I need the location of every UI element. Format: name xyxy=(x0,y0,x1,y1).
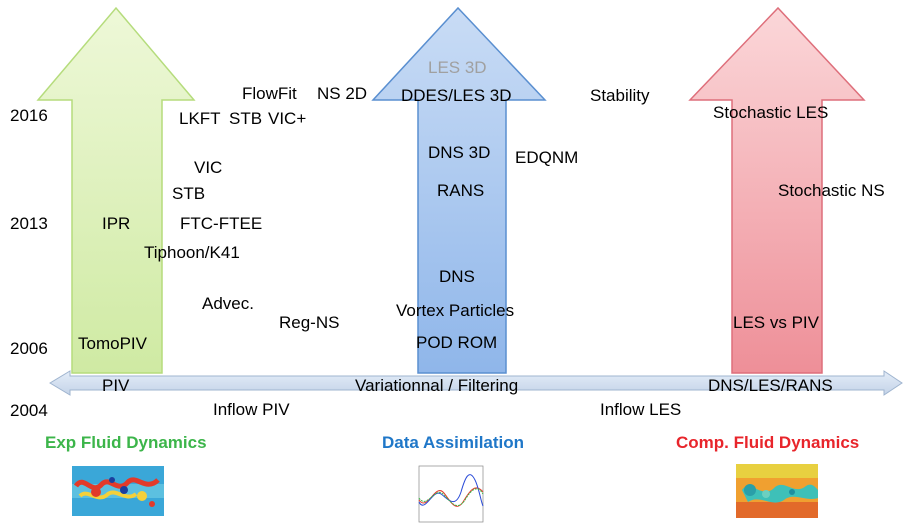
da-arrow xyxy=(371,6,547,374)
label-advec: Advec. xyxy=(202,294,254,313)
timeline-arrow xyxy=(49,370,903,396)
year-2006: 2006 xyxy=(10,339,48,358)
label-inflow-les: Inflow LES xyxy=(600,400,682,419)
label-stability: Stability xyxy=(590,86,650,105)
label-ddes-les-3d: DDES/LES 3D xyxy=(401,86,512,105)
label-ns-2d: NS 2D xyxy=(317,84,368,103)
label-ipr: IPR xyxy=(102,214,131,233)
label-stb: STB xyxy=(172,184,206,203)
label-inflow-piv: Inflow PIV xyxy=(213,400,290,419)
year-2013: 2013 xyxy=(10,214,48,233)
exp-arrow xyxy=(36,6,196,374)
category-exp: Exp Fluid Dynamics xyxy=(45,433,207,452)
label-flowfit: FlowFit xyxy=(242,84,297,103)
label-ftc-ftee: FTC-FTEE xyxy=(180,214,263,233)
label-stochastic-les: Stochastic LES xyxy=(713,103,829,122)
cfd-simulation-thumbnail xyxy=(736,464,818,518)
label-reg-ns: Reg-NS xyxy=(279,313,340,332)
label-edqnm: EDQNM xyxy=(515,148,579,167)
category-da: Data Assimilation xyxy=(382,433,525,452)
label-les-3d: LES 3D xyxy=(428,58,487,77)
label-vortex-particles: Vortex Particles xyxy=(396,301,515,320)
label-tiphoon: Tiphoon/K41 xyxy=(144,243,240,262)
label-lkft: LKFT xyxy=(179,109,221,128)
year-2016: 2016 xyxy=(10,106,48,125)
timeline-dns-les-rans: DNS/LES/RANS xyxy=(708,376,833,395)
label-dns: DNS xyxy=(439,267,475,286)
label-dns-3d: DNS 3D xyxy=(428,143,491,162)
piv-flow-thumbnail xyxy=(72,466,164,516)
label-pod-rom: POD ROM xyxy=(416,333,498,352)
category-cfd: Comp. Fluid Dynamics xyxy=(676,433,860,452)
label-stb-top: STB xyxy=(229,109,263,128)
label-stochastic-ns: Stochastic NS xyxy=(778,181,885,200)
label-vic-plus: VIC+ xyxy=(268,109,307,128)
timeline-piv: PIV xyxy=(102,376,130,395)
cfd-arrow xyxy=(688,6,866,374)
assimilation-plot-thumbnail xyxy=(409,462,487,528)
year-2004: 2004 xyxy=(10,401,48,420)
label-vic: VIC xyxy=(194,158,223,177)
label-les-vs-piv: LES vs PIV xyxy=(733,313,819,332)
label-rans: RANS xyxy=(437,181,485,200)
timeline-variational: Variationnal / Filtering xyxy=(355,376,519,395)
label-tomopiv: TomoPIV xyxy=(78,334,147,353)
